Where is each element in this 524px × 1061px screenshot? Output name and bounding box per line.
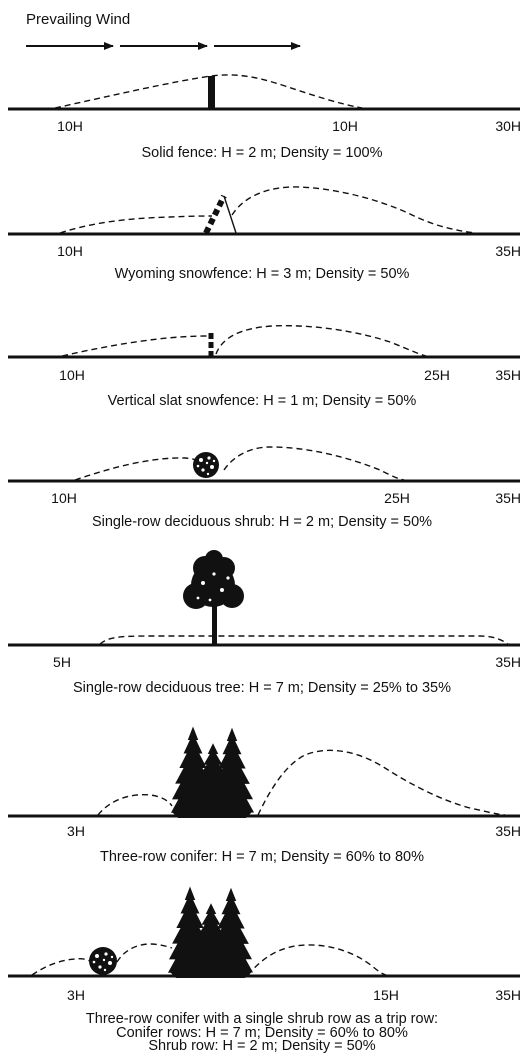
distance-label: 15H [373, 987, 399, 1003]
caption-line: Conifer rows: H = 7 m; Density = 60% to … [116, 1024, 408, 1041]
snow-drift-profile [54, 74, 363, 109]
distance-label: 35H [495, 987, 521, 1003]
deciduous-tree-icon [183, 550, 244, 645]
snow-drift-profile [31, 958, 93, 976]
panel-single-row-deciduous-shrub [8, 446, 520, 483]
distance-label: 35H [495, 490, 521, 506]
panel-caption: Solid fence: H = 2 m; Density = 100% [141, 145, 383, 161]
snow-drift-profile [116, 943, 173, 963]
panel-single-row-deciduous-tree [8, 550, 520, 647]
panel-caption: Single-row deciduous tree: H = 7 m; Dens… [73, 680, 451, 696]
distance-label: 10H [59, 367, 85, 383]
panel-wyoming-snowfence [8, 186, 520, 236]
panel-conifer-with-shrub-row [8, 886, 520, 978]
panel-caption: Vertical slat snowfence: H = 1 m; Densit… [107, 393, 417, 409]
snow-drift-profile [61, 335, 211, 357]
snow-drift-profile [223, 446, 405, 481]
panel-caption: Three-row conifer: H = 7 m; Density = 60… [100, 849, 424, 865]
panel-caption: Single-row deciduous shrub: H = 2 m; Den… [91, 514, 433, 530]
snow-drift-profile [231, 186, 476, 234]
snow-drift-profile [257, 749, 506, 816]
distance-label: 25H [424, 367, 450, 383]
snow-drift-profile [99, 635, 509, 645]
snowfence-brace [223, 195, 237, 234]
shrub-icon [89, 947, 117, 975]
distance-label: 10H [51, 490, 77, 506]
prevailing-wind-title: Prevailing Wind [26, 11, 131, 28]
panel-caption: Wyoming snowfence: H = 3 m; Density = 50… [114, 266, 410, 282]
distance-label: 3H [67, 823, 85, 839]
distance-label: 35H [495, 243, 521, 259]
panel-solid-fence [8, 74, 520, 111]
distance-label: 3H [67, 987, 85, 1003]
wyoming-snowfence-icon [203, 194, 227, 235]
caption-line: Shrub row: H = 2 m; Density = 50% [148, 1038, 376, 1054]
distance-label: 10H [332, 118, 358, 134]
snow-drift-profile [59, 215, 213, 234]
panel-three-row-conifer [8, 726, 520, 818]
solid-fence-icon [208, 76, 215, 109]
snow-drift-profile [74, 457, 213, 481]
distance-label: 5H [53, 654, 71, 670]
distance-label: 10H [57, 243, 83, 259]
snow-drift-profile [247, 944, 387, 976]
panel-caption: Three-row conifer with a single shrub ro… [0, 1011, 524, 1054]
caption-line: Three-row conifer with a single shrub ro… [85, 1011, 439, 1027]
panel-vertical-slat-snowfence [8, 324, 520, 359]
distance-label: 25H [384, 490, 410, 506]
distance-label: 35H [495, 823, 521, 839]
snow-drift-profile [97, 793, 173, 816]
distance-label: 10H [57, 118, 83, 134]
conifer-trees-icon [167, 886, 254, 978]
conifer-trees-icon [170, 726, 255, 818]
snow-drift-profile [215, 324, 427, 357]
distance-label: 35H [495, 367, 521, 383]
shrub-icon [193, 452, 219, 478]
distance-label: 30H [495, 118, 521, 134]
distance-label: 35H [495, 654, 521, 670]
